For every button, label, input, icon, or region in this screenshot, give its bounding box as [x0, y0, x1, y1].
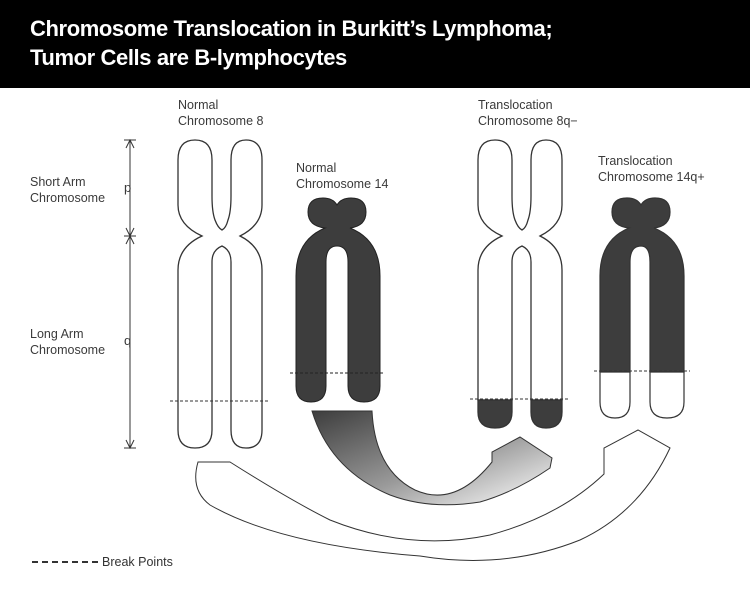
label-p: p — [124, 180, 132, 195]
label-line: Chromosome 8q− — [478, 114, 578, 128]
label-normal-chr14: Normal Chromosome 14 — [296, 160, 388, 192]
label-translocation-chr8q: Translocation Chromosome 8q− — [478, 97, 578, 129]
normal-chromosome-14 — [295, 197, 381, 403]
label-short-arm: Short Arm Chromosome — [30, 174, 105, 206]
label-line: Normal — [296, 161, 337, 175]
scale-bar — [124, 138, 136, 450]
label-line: Chromosome 14q+ — [598, 170, 705, 184]
normal-chromosome-8 — [177, 139, 263, 449]
label-line: Short Arm — [30, 175, 86, 189]
legend-label: Break Points — [102, 555, 173, 569]
break-point-legend-line — [32, 561, 98, 563]
label-line: Translocation — [598, 154, 673, 168]
translocation-chromosome-8q — [477, 139, 563, 429]
segment-8-to-14 — [195, 429, 671, 561]
legend: Break Points — [32, 553, 173, 571]
title-line-1: Chromosome Translocation in Burkitt’s Ly… — [30, 16, 553, 41]
label-long-arm: Long Arm Chromosome — [30, 326, 105, 358]
title-line-2: Tumor Cells are B-lymphocytes — [30, 45, 347, 70]
label-q: q — [124, 333, 132, 348]
label-line: Long Arm — [30, 327, 84, 341]
label-line: Chromosome 14 — [296, 177, 389, 191]
label-line: Chromosome 8 — [178, 114, 264, 128]
label-line: Chromosome — [30, 343, 106, 357]
label-line: Chromosome — [30, 191, 106, 205]
label-translocation-chr14q: Translocation Chromosome 14q+ — [598, 153, 705, 185]
translocation-chromosome-14q — [599, 197, 685, 419]
label-normal-chr8: Normal Chromosome 8 — [178, 97, 263, 129]
title-bar: Chromosome Translocation in Burkitt’s Ly… — [0, 0, 750, 88]
label-line: Translocation — [478, 98, 553, 112]
label-line: Normal — [178, 98, 219, 112]
segment-14-to-8 — [311, 410, 553, 506]
